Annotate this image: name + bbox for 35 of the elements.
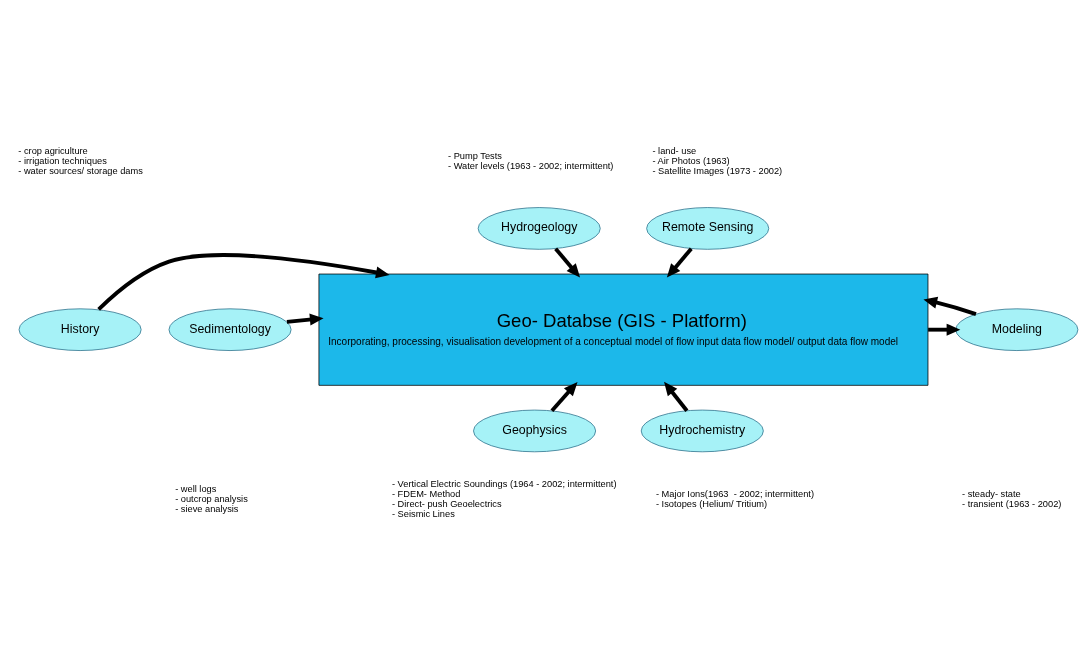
node-label: - Seismic Lines [391, 509, 455, 520]
node-label: - steady- state [961, 489, 1021, 500]
node-label: - Satellite Images (1973 - 2002) [652, 166, 783, 177]
node-ellipse: Geophysics [473, 409, 596, 453]
node-label: - Major Ions(1963 - 2002; intermittent) [655, 489, 815, 500]
arrow [550, 381, 578, 412]
arrow [928, 323, 961, 336]
node-label: - Isotopes (Helium/ Tritium) [655, 499, 768, 510]
node-label: - Direct- push Geoelectrics [391, 499, 502, 510]
arrow [666, 247, 693, 278]
node-ellipse: Sedimentology [168, 308, 292, 351]
arrow [554, 247, 581, 278]
arrow [923, 296, 977, 316]
node-label: - irrigation techniques [18, 156, 107, 167]
node-label: - outcrop analysis [175, 494, 248, 505]
node-ellipse: Hydrochemistry [640, 409, 764, 453]
node-box: Geo- Databse (GIS - Platform) Incorporating, processing, visualisation development of a conceptual model of flow input data flow model/ output data flow model [318, 273, 929, 386]
node-ellipse: History [18, 308, 142, 351]
node-ellipse: Hydrogeology [477, 207, 601, 250]
node-label: - crop agriculture [18, 146, 88, 157]
node-label: - transient (1963 - 2002) [961, 499, 1062, 510]
node-label: - Pump Tests [448, 151, 502, 162]
node-label: - sieve analysis [175, 504, 239, 515]
node-ellipse: Remote Sensing [646, 207, 770, 250]
node-label: - Water levels (1963 - 2002; intermittent) [448, 161, 614, 172]
node-label: - Vertical Electric Soundings (1964 - 2002; intermittent) [391, 479, 617, 490]
arrow [97, 253, 390, 311]
node-label: - well logs [175, 484, 217, 495]
node-ellipse: Modeling [955, 308, 1079, 351]
arrow [286, 313, 324, 326]
arrow [664, 381, 689, 412]
node-label: - water sources/ storage dams [18, 166, 143, 177]
node-label: - Air Photos (1963) [652, 156, 730, 167]
node-label: - land- use [652, 146, 697, 157]
node-label: - FDEM- Method [391, 489, 461, 500]
